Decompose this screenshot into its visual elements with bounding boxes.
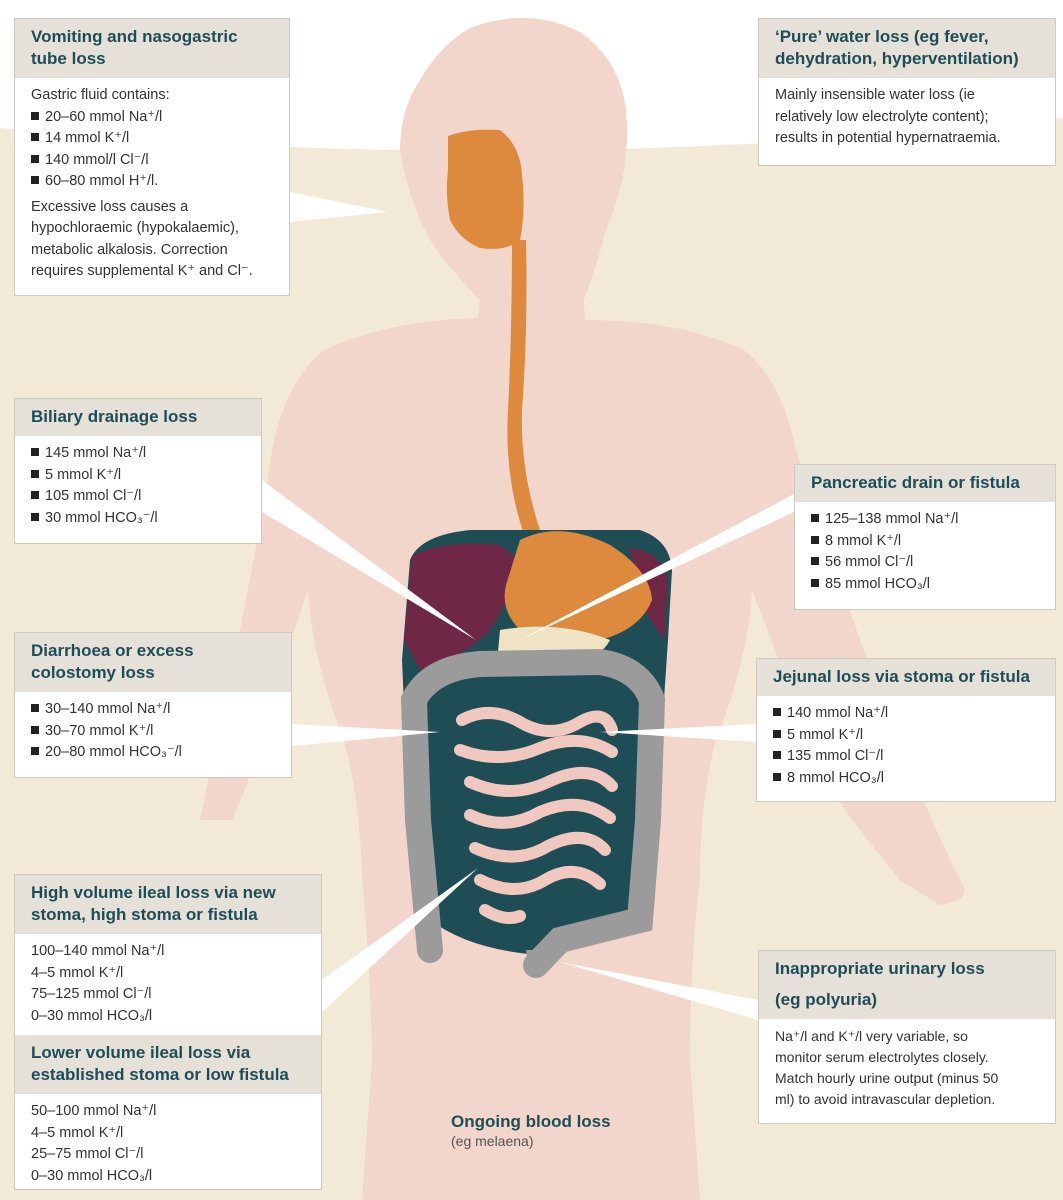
pancreatic-box: Pancreatic drain or fistula 125–138 mmol… — [794, 464, 1056, 610]
vomiting-note-line: hypochloraemic (hypokalaemic), — [31, 220, 239, 236]
biliary-item: 105 mmol Cl⁻/l — [31, 486, 245, 508]
low-ileal-title: Lower volume ileal loss via established … — [15, 1035, 321, 1094]
low-ileal-item: 25–75 mmol Cl⁻/l — [31, 1146, 144, 1162]
pointer-water — [632, 80, 760, 114]
water-loss-note-line: relatively low electrolyte content); — [775, 108, 989, 125]
bladder — [526, 950, 546, 975]
vomiting-body: Gastric fluid contains: 20–60 mmol Na⁺/l… — [15, 78, 289, 291]
water-loss-note-line: results in potential hypernatraemia. — [775, 130, 1001, 146]
high-ileal-body: 100–140 mmol Na⁺/l 4–5 mmol K⁺/l 75–125 … — [15, 934, 321, 1035]
low-ileal-item: 4–5 mmol K⁺/l — [31, 1124, 124, 1141]
pancreatic-item: 125–138 mmol Na⁺/l — [811, 509, 1039, 531]
vomiting-item: 14 mmol K⁺/l — [31, 128, 273, 150]
high-ileal-item: 75–125 mmol Cl⁻/l — [31, 986, 152, 1002]
jejunal-item: 8 mmol HCO₃/l — [773, 768, 1039, 790]
pointer-pancreatic — [520, 494, 794, 640]
diarrhoea-item: 30–70 mmol K⁺/l — [31, 721, 275, 743]
high-ileal-title-line2: stoma, high stoma or fistula — [31, 905, 258, 924]
jejunal-item: 135 mmol Cl⁻/l — [773, 746, 1039, 768]
vomiting-note-line: metabolic alkalosis. Correction — [31, 241, 228, 258]
small-intestine — [454, 707, 618, 924]
biliary-item: 145 mmol Na⁺/l — [31, 443, 245, 465]
vomiting-item: 140 mmol/l Cl⁻/l — [31, 150, 273, 172]
urinary-note-line: monitor serum electrolytes closely. — [775, 1049, 989, 1065]
urinary-body: Na⁺/l and K⁺/l very variable, so monitor… — [759, 1019, 1055, 1118]
vomiting-title-line1: Vomiting and nasogastric — [31, 27, 238, 46]
high-ileal-title: High volume ileal loss via new stoma, hi… — [15, 875, 321, 934]
water-loss-title: ‘Pure’ water loss (eg fever, dehydration… — [759, 19, 1055, 78]
pointer-vomiting — [290, 192, 388, 222]
biliary-item: 5 mmol K⁺/l — [31, 465, 245, 487]
water-loss-title-line2: dehydration, hyperventilation) — [775, 49, 1019, 68]
blood-loss-label: Ongoing blood loss (eg melaena) — [451, 1112, 611, 1149]
vomiting-box: Vomiting and nasogastric tube loss Gastr… — [14, 18, 290, 296]
urinary-title-line1: Inappropriate urinary loss — [775, 959, 985, 978]
vomiting-intro: Gastric fluid contains: — [31, 87, 170, 103]
pointer-ileal — [322, 868, 478, 1012]
diarrhoea-box: Diarrhoea or excess colostomy loss 30–14… — [14, 632, 292, 778]
jejunal-title: Jejunal loss via stoma or fistula — [757, 659, 1055, 696]
stomach — [504, 531, 652, 642]
diarrhoea-title-line1: Diarrhoea or excess — [31, 641, 194, 660]
biliary-box: Biliary drainage loss 145 mmol Na⁺/l 5 m… — [14, 398, 262, 544]
urinary-note-line: Na⁺/l and K⁺/l very variable, so — [775, 1028, 968, 1044]
water-loss-note-line: Mainly insensible water loss (ie — [775, 87, 975, 103]
diarrhoea-item: 20–80 mmol HCO₃⁻/l — [31, 742, 275, 764]
jejunal-body: 140 mmol Na⁺/l 5 mmol K⁺/l 135 mmol Cl⁻/… — [757, 696, 1055, 797]
urinary-note-line: ml) to avoid intravascular depletion. — [775, 1091, 996, 1107]
jejunal-item: 140 mmol Na⁺/l — [773, 703, 1039, 725]
vomiting-note: Excessive loss causes a hypochloraemic (… — [31, 197, 273, 283]
biliary-body: 145 mmol Na⁺/l 5 mmol K⁺/l 105 mmol Cl⁻/… — [15, 436, 261, 537]
pointer-urinary — [560, 962, 758, 1020]
diarrhoea-body: 30–140 mmol Na⁺/l 30–70 mmol K⁺/l 20–80 … — [15, 692, 291, 772]
blood-loss-subtitle: (eg melaena) — [451, 1133, 534, 1149]
colon — [400, 648, 666, 978]
low-ileal-title-line2: established stoma or low fistula — [31, 1065, 289, 1084]
low-ileal-item: 0–30 mmol HCO₃/l — [31, 1167, 153, 1184]
water-loss-body: Mainly insensible water loss (ie relativ… — [759, 78, 1055, 158]
high-ileal-title-line1: High volume ileal loss via new — [31, 883, 276, 902]
jejunal-box: Jejunal loss via stoma or fistula 140 mm… — [756, 658, 1056, 802]
pointer-jejunal — [600, 724, 756, 742]
vomiting-item: 60–80 mmol H⁺/l. — [31, 171, 273, 193]
urinary-title: Inappropriate urinary loss (eg polyuria) — [759, 951, 1055, 1019]
diarrhoea-title-line2: colostomy loss — [31, 663, 155, 682]
urinary-title-line2: (eg polyuria) — [775, 990, 878, 1009]
urinary-note-line: Match hourly urine output (minus 50 — [775, 1070, 999, 1086]
low-ileal-body: 50–100 mmol Na⁺/l 4–5 mmol K⁺/l 25–75 mm… — [15, 1094, 321, 1195]
high-ileal-item: 100–140 mmol Na⁺/l — [31, 943, 165, 959]
liver — [404, 543, 520, 670]
vomiting-note-line: requires supplemental K⁺ and Cl⁻. — [31, 263, 253, 279]
pancreatic-item: 56 mmol Cl⁻/l — [811, 552, 1039, 574]
pointers — [262, 80, 794, 1020]
vomiting-item: 20–60 mmol Na⁺/l — [31, 107, 273, 129]
biliary-item: 30 mmol HCO₃⁻/l — [31, 508, 245, 530]
oesophagus — [446, 129, 540, 540]
biliary-title: Biliary drainage loss — [15, 399, 261, 436]
diarrhoea-title: Diarrhoea or excess colostomy loss — [15, 633, 291, 692]
urinary-box: Inappropriate urinary loss (eg polyuria)… — [758, 950, 1056, 1124]
diarrhoea-item: 30–140 mmol Na⁺/l — [31, 699, 275, 721]
high-ileal-item: 0–30 mmol HCO₃/l — [31, 1007, 153, 1024]
low-ileal-item: 50–100 mmol Na⁺/l — [31, 1103, 157, 1119]
blood-loss-title: Ongoing blood loss — [451, 1112, 611, 1131]
pointer-biliary — [262, 480, 476, 640]
high-ileal-item: 4–5 mmol K⁺/l — [31, 964, 124, 981]
vomiting-title: Vomiting and nasogastric tube loss — [15, 19, 289, 78]
vomiting-note-line: Excessive loss causes a — [31, 198, 189, 215]
pointer-diarrhoea — [292, 724, 440, 746]
pancreatic-title: Pancreatic drain or fistula — [795, 465, 1055, 502]
jejunal-item: 5 mmol K⁺/l — [773, 725, 1039, 747]
water-loss-title-line1: ‘Pure’ water loss (eg fever, — [775, 27, 989, 46]
ileal-loss-box: High volume ileal loss via new stoma, hi… — [14, 874, 322, 1190]
pancreatic-item: 85 mmol HCO₃/l — [811, 574, 1039, 596]
pancreatic-item: 8 mmol K⁺/l — [811, 531, 1039, 553]
water-loss-box: ‘Pure’ water loss (eg fever, dehydration… — [758, 18, 1056, 166]
vomiting-title-line2: tube loss — [31, 49, 106, 68]
pancreatic-body: 125–138 mmol Na⁺/l 8 mmol K⁺/l 56 mmol C… — [795, 502, 1055, 603]
low-ileal-title-line1: Lower volume ileal loss via — [31, 1043, 251, 1062]
